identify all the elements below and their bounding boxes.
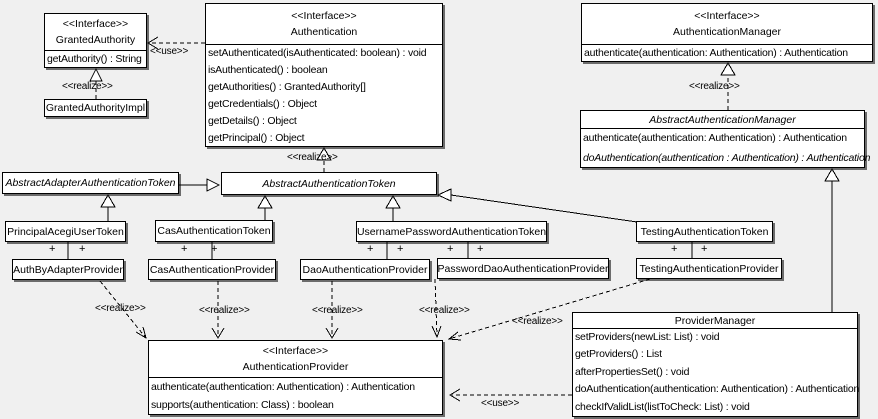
association-end-marker: + (181, 243, 188, 255)
method: getProviders() : List (575, 348, 662, 361)
stereotype-label: <<Interface>> (291, 10, 357, 22)
realize-stereotype-label: <<realize>> (512, 316, 563, 327)
method: afterPropertiesSet() : void (575, 365, 690, 378)
class-name: TestingAuthenticationProvider (639, 262, 779, 275)
association-end-marker: + (79, 243, 86, 255)
edge-grantedauthorityimpl-realize-grantedauthority (89, 67, 103, 99)
edge-abstractadapter-generalize-abstracttoken (179, 178, 221, 192)
class-name: ProviderManager (674, 314, 756, 327)
method: getAuthorities() : GrantedAuthority[] (208, 81, 366, 93)
class-cas-authentication-provider[interactable]: CasAuthenticationProvider (148, 259, 276, 280)
realize-stereotype-label: <<realize>> (62, 81, 113, 92)
method: getCredentials() : Object (208, 98, 317, 110)
edge-casprovider-realize-authenticationprovider (211, 281, 225, 339)
class-name: GrantedAuthority (55, 34, 136, 46)
realize-stereotype-label: <<realize>> (312, 305, 363, 316)
class-name: TestingAuthenticationToken (640, 225, 769, 238)
class-principal-acegi-user-token[interactable]: PrincipalAcegiUserToken (5, 221, 126, 242)
method: supports(authentication: Class) : boolea… (151, 399, 334, 411)
realize-stereotype-label: <<realize>> (419, 305, 470, 316)
association-end-marker: + (477, 243, 484, 255)
class-granted-authority[interactable]: <<Interface>> GrantedAuthority getAuthor… (44, 13, 147, 68)
class-provider-manager[interactable]: ProviderManager setProviders(newList: Li… (572, 312, 860, 417)
edge-providermanager-generalize-abstractauthenticationmanager (824, 168, 840, 312)
method: authenticate(authentication: Authenticat… (151, 381, 415, 393)
method: doAuthentication(authentication: Authent… (575, 383, 860, 396)
stereotype-label: <<Interface>> (262, 345, 329, 357)
class-name: UsernamePasswordAuthenticationToken (356, 225, 547, 238)
method: getPrincipal() : Object (208, 132, 305, 144)
stereotype-label: <<Interface>> (62, 18, 129, 30)
method: doAuthentication(authentication : Authen… (583, 151, 871, 164)
class-name: CasAuthenticationProvider (149, 263, 275, 276)
realize-stereotype-label: <<realize>> (287, 152, 338, 163)
association-end-marker: + (367, 243, 374, 255)
class-dao-authentication-provider[interactable]: DaoAuthenticationProvider (300, 259, 430, 280)
edge-testingprovider-realize-authenticationprovider (447, 278, 651, 341)
method: getAuthority() : String (47, 53, 142, 65)
class-testing-authentication-provider[interactable]: TestingAuthenticationProvider (636, 258, 782, 279)
association-end-marker: + (397, 243, 404, 255)
edge-providermanager-use-authenticationprovider (449, 388, 572, 402)
edge-associations (67, 242, 693, 259)
edge-abstractauthenticationmanager-realize-authenticationmanager (720, 62, 736, 110)
method: isAuthenticated() : boolean (208, 64, 328, 76)
edge-abstractauthenticationtoken-realize-authentication (316, 147, 332, 172)
class-name: PrincipalAcegiUserToken (7, 225, 124, 238)
edge-passworddaoprovider-realize-authenticationprovider (431, 278, 442, 339)
class-abstract-authentication-manager[interactable]: AbstractAuthenticationManager authentica… (580, 110, 871, 168)
class-auth-by-adapter-provider[interactable]: AuthByAdapterProvider (12, 259, 124, 280)
method: setProviders(newList: List) : void (575, 331, 720, 343)
class-name: GrantedAuthorityImpl (45, 102, 146, 114)
association-end-marker: + (49, 243, 56, 255)
method: checkIfValidList(listToCheck: List) : vo… (575, 400, 750, 413)
edge-authentication-use-grantedauthority (147, 36, 205, 50)
method: authenticate(authentication: Authenticat… (583, 132, 847, 144)
class-authentication-provider[interactable]: <<Interface>> AuthenticationProvider aut… (148, 340, 443, 415)
class-name: DaoAuthenticationProvider (302, 263, 428, 276)
class-name: AbstractAuthenticationManager (649, 113, 796, 126)
method: authenticate(authentication: Authenticat… (584, 47, 848, 59)
class-name: AbstractAuthenticationToken (262, 177, 396, 190)
class-name: CasAuthenticationToken (157, 225, 271, 237)
method: setAuthenticated(isAuthenticated: boolea… (208, 47, 427, 59)
class-username-password-authentication-token[interactable]: UsernamePasswordAuthenticationToken (356, 221, 547, 242)
class-abstract-adapter-authentication-token[interactable]: AbstractAdapterAuthenticationToken (2, 172, 179, 194)
edge-daoprovider-realize-authenticationprovider (325, 281, 339, 339)
realize-stereotype-label: <<realize>> (199, 305, 250, 316)
association-end-marker: + (701, 243, 708, 255)
edge-principalacegi-generalize-abstractadapter (100, 194, 116, 221)
realize-stereotype-label: <<realize>> (95, 303, 146, 314)
method: getDetails() : Object (208, 115, 297, 127)
class-authentication-manager[interactable]: <<Interface>> AuthenticationManager auth… (581, 3, 873, 62)
class-name: AuthenticationManager (673, 26, 781, 38)
class-cas-authentication-token[interactable]: CasAuthenticationToken (155, 220, 273, 242)
association-end-marker: + (211, 243, 218, 255)
edge-castoken-generalize-abstracttoken (257, 195, 273, 220)
class-name: AuthByAdapterProvider (13, 263, 123, 276)
class-granted-authority-impl[interactable]: GrantedAuthorityImpl (44, 99, 147, 117)
class-name: AbstractAdapterAuthenticationToken (5, 177, 176, 189)
class-name: Authentication (290, 26, 358, 38)
class-abstract-authentication-token[interactable]: AbstractAuthenticationToken (221, 172, 437, 195)
class-password-dao-authentication-provider[interactable]: PasswordDaoAuthenticationProvider (437, 258, 609, 279)
use-stereotype-label: <<use>> (481, 398, 520, 409)
edge-authbyadapterprovider-realize-authenticationprovider (99, 280, 147, 340)
stereotype-label: <<Interface>> (694, 10, 760, 22)
association-end-marker: + (447, 243, 454, 255)
edge-testingtoken-generalize-abstracttoken (436, 188, 638, 223)
class-authentication[interactable]: <<Interface>> Authentication setAuthenti… (205, 3, 443, 147)
class-testing-authentication-token[interactable]: TestingAuthenticationToken (636, 221, 773, 242)
class-name: PasswordDaoAuthenticationProvider (437, 262, 609, 275)
realize-stereotype-label: <<realize>> (689, 81, 740, 92)
association-end-marker: + (671, 243, 678, 255)
use-stereotype-label: <<use>> (150, 46, 189, 57)
class-name: AuthenticationProvider (242, 361, 349, 373)
edge-usernamepasswordtoken-generalize-abstracttoken (385, 195, 401, 221)
